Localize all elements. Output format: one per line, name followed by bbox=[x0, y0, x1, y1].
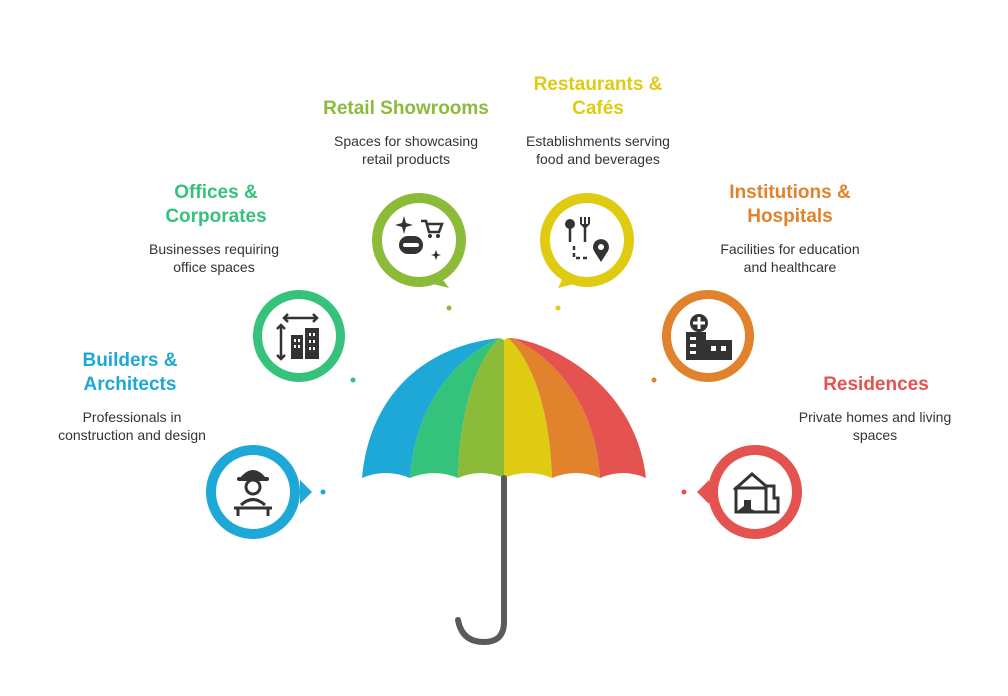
title-offices: Offices & Corporates bbox=[165, 182, 267, 227]
desc-builders: Professionals in construction and design bbox=[58, 409, 206, 443]
connector-dot-retail bbox=[446, 305, 452, 311]
title-residences: Residences bbox=[823, 374, 929, 395]
desc-restaurants: Establishments serving food and beverage… bbox=[526, 133, 670, 167]
canopy-segment-institutions bbox=[508, 338, 600, 478]
shopping-cart-icon bbox=[395, 216, 444, 260]
title-institutions: Institutions & Hospitals bbox=[729, 182, 851, 227]
bubble-builders[interactable] bbox=[206, 445, 312, 539]
connector-dot-institutions bbox=[651, 377, 657, 383]
title-retail: Retail Showrooms bbox=[323, 98, 489, 119]
hospital-icon bbox=[686, 314, 732, 360]
bubble-offices[interactable] bbox=[253, 290, 345, 382]
connector-dot-offices bbox=[350, 377, 356, 383]
desc-residences: Private homes and living spaces bbox=[798, 409, 952, 443]
bubble-institutions[interactable] bbox=[662, 290, 754, 382]
desc-offices: Businesses requiring office spaces bbox=[149, 241, 279, 275]
umbrella-handle bbox=[455, 475, 507, 646]
connector-dot-restaurants bbox=[555, 305, 561, 311]
canopy-segment-builders bbox=[362, 338, 500, 478]
title-builders: Builders & Architects bbox=[82, 350, 178, 395]
office-buildings-icon bbox=[276, 313, 319, 361]
bubble-restaurants[interactable] bbox=[540, 193, 634, 288]
umbrella-canopy bbox=[362, 338, 646, 478]
connector-dot-builders bbox=[320, 489, 326, 495]
canopy-segment-retail bbox=[458, 338, 504, 478]
canopy-segment-offices bbox=[410, 338, 500, 478]
bubble-retail[interactable] bbox=[372, 193, 466, 288]
desc-retail: Spaces for showcasing retail products bbox=[334, 133, 478, 167]
canopy-segment-residences bbox=[512, 338, 646, 478]
title-restaurants: Restaurants & Cafés bbox=[533, 74, 663, 119]
bubble-residences[interactable] bbox=[697, 445, 802, 539]
construction-worker-icon bbox=[234, 470, 272, 516]
cutlery-location-icon bbox=[565, 217, 609, 262]
house-icon bbox=[733, 472, 780, 514]
desc-institutions: Facilities for education and healthcare bbox=[720, 241, 860, 275]
connector-dot-residences bbox=[681, 489, 687, 495]
canopy-segment-restaurants bbox=[504, 338, 552, 478]
